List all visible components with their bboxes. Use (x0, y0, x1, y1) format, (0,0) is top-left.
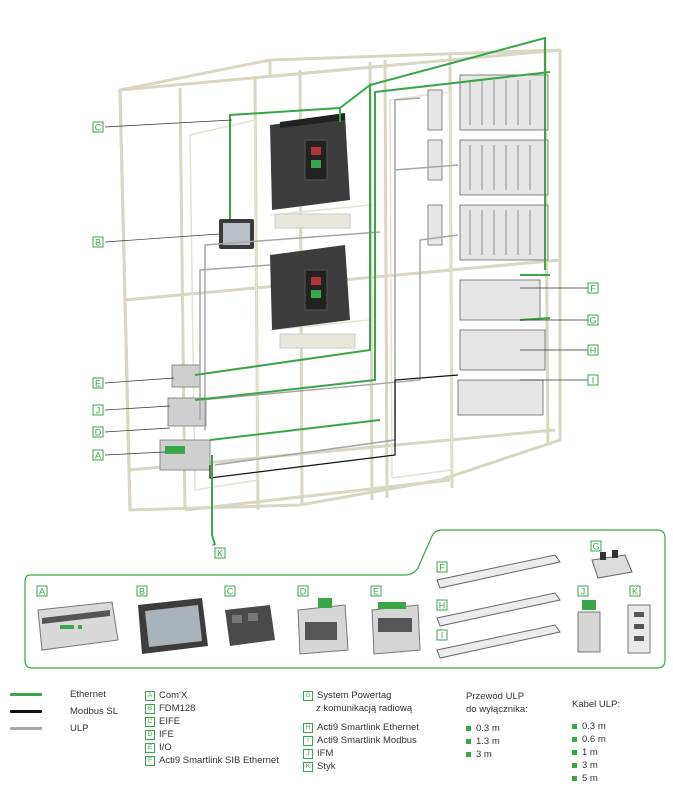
ulp-cable-item: 0.6 m (572, 733, 620, 746)
svg-text:J: J (96, 406, 101, 416)
legend-ulp-label: ULP (70, 723, 89, 734)
circuit-breaker-bottom (270, 245, 350, 330)
svg-text:G: G (589, 316, 596, 326)
svg-text:E: E (95, 379, 101, 389)
modbus-wiring (209, 374, 459, 479)
acti9-modules (427, 74, 549, 416)
callout-d: D (92, 426, 104, 438)
callout-b: B (92, 236, 104, 248)
svg-text:A: A (39, 587, 45, 597)
device-fdm128 (138, 598, 208, 654)
circuit-breaker-top (270, 113, 350, 210)
ulp-cable-item: 1 m (572, 746, 620, 759)
svg-text:C: C (227, 587, 234, 597)
ulp-breaker-legend: Przewód ULP do wyłącznika: 0.3 m 1.3 m 3… (466, 690, 528, 761)
device-comx (37, 601, 119, 651)
callout-c: C (92, 121, 104, 133)
ulp-cable-item: 5 m (572, 772, 620, 785)
svg-text:A: A (95, 451, 101, 461)
legend-item-g-line2: z komunikacją radiową (316, 703, 413, 714)
left-modules (159, 364, 211, 471)
ulp-breaker-item: 3 m (466, 748, 528, 761)
callout-i: I (587, 374, 599, 386)
device-powertag (591, 550, 633, 579)
svg-text:F: F (590, 284, 596, 294)
device-ifm (577, 600, 601, 653)
svg-text:H: H (439, 601, 446, 611)
device-styk (627, 604, 651, 654)
svg-text:I: I (592, 376, 595, 386)
svg-text:I: I (441, 631, 444, 641)
svg-text:G: G (592, 542, 599, 552)
callout-h: H (587, 344, 599, 356)
svg-text:K: K (632, 587, 638, 597)
ulp-breaker-title-1: Przewód ULP (466, 691, 525, 702)
ulp-line-swatch (10, 727, 42, 730)
device-smartlink-i (436, 624, 561, 659)
svg-text:C: C (95, 123, 102, 133)
ulp-cable-title: Kabel ULP: (572, 699, 621, 710)
cable-legend: Ethernet Modbus SL ULP (10, 688, 118, 735)
ethernet-line-swatch (10, 693, 42, 696)
svg-text:B: B (95, 238, 101, 248)
legend-ulp: ULP (10, 722, 118, 735)
modbus-line-swatch (10, 710, 42, 713)
svg-text:B: B (139, 587, 145, 597)
callout-f: F (587, 282, 599, 294)
svg-text:F: F (439, 563, 445, 573)
device-smartlink-f (436, 554, 561, 589)
svg-text:J: J (581, 587, 586, 597)
diagram-callouts: C B E J D A F G H I K (92, 121, 599, 559)
svg-text:K: K (217, 549, 223, 559)
callout-leaders (104, 119, 588, 546)
ulp-breaker-title-2: do wyłącznika: (466, 704, 528, 715)
legend-modbus: Modbus SL (10, 705, 118, 718)
fdm128-display (219, 219, 254, 249)
legend-modbus-label: Modbus SL (70, 706, 119, 717)
svg-text:D: D (95, 428, 102, 438)
svg-text:D: D (300, 587, 307, 597)
legend-ethernet-label: Ethernet (70, 689, 106, 700)
ulp-cable-item: 0.3 m (572, 720, 620, 733)
ulp-cable-legend: Kabel ULP: 0.3 m 0.6 m 1 m 3 m 5 m (572, 698, 620, 785)
device-ife (297, 598, 349, 655)
svg-text:E: E (373, 587, 379, 597)
device-io (371, 602, 421, 655)
callout-a: A (92, 449, 104, 461)
panel-tags: A B C D E F H I G J K (36, 540, 641, 641)
ulp-wiring (199, 97, 459, 466)
callout-j: J (92, 404, 104, 416)
callout-e: E (92, 377, 104, 389)
ethernet-wiring (194, 36, 551, 546)
svg-text:H: H (590, 346, 597, 356)
device-smartlink-h (436, 592, 561, 627)
ulp-cable-item: 3 m (572, 759, 620, 772)
legend-ethernet: Ethernet (10, 688, 118, 701)
ulp-breaker-item: 0.3 m (466, 722, 528, 735)
callout-g: G (587, 314, 599, 326)
ulp-breaker-item: 1.3 m (466, 735, 528, 748)
device-eife (225, 605, 275, 646)
callout-k: K (214, 547, 226, 559)
